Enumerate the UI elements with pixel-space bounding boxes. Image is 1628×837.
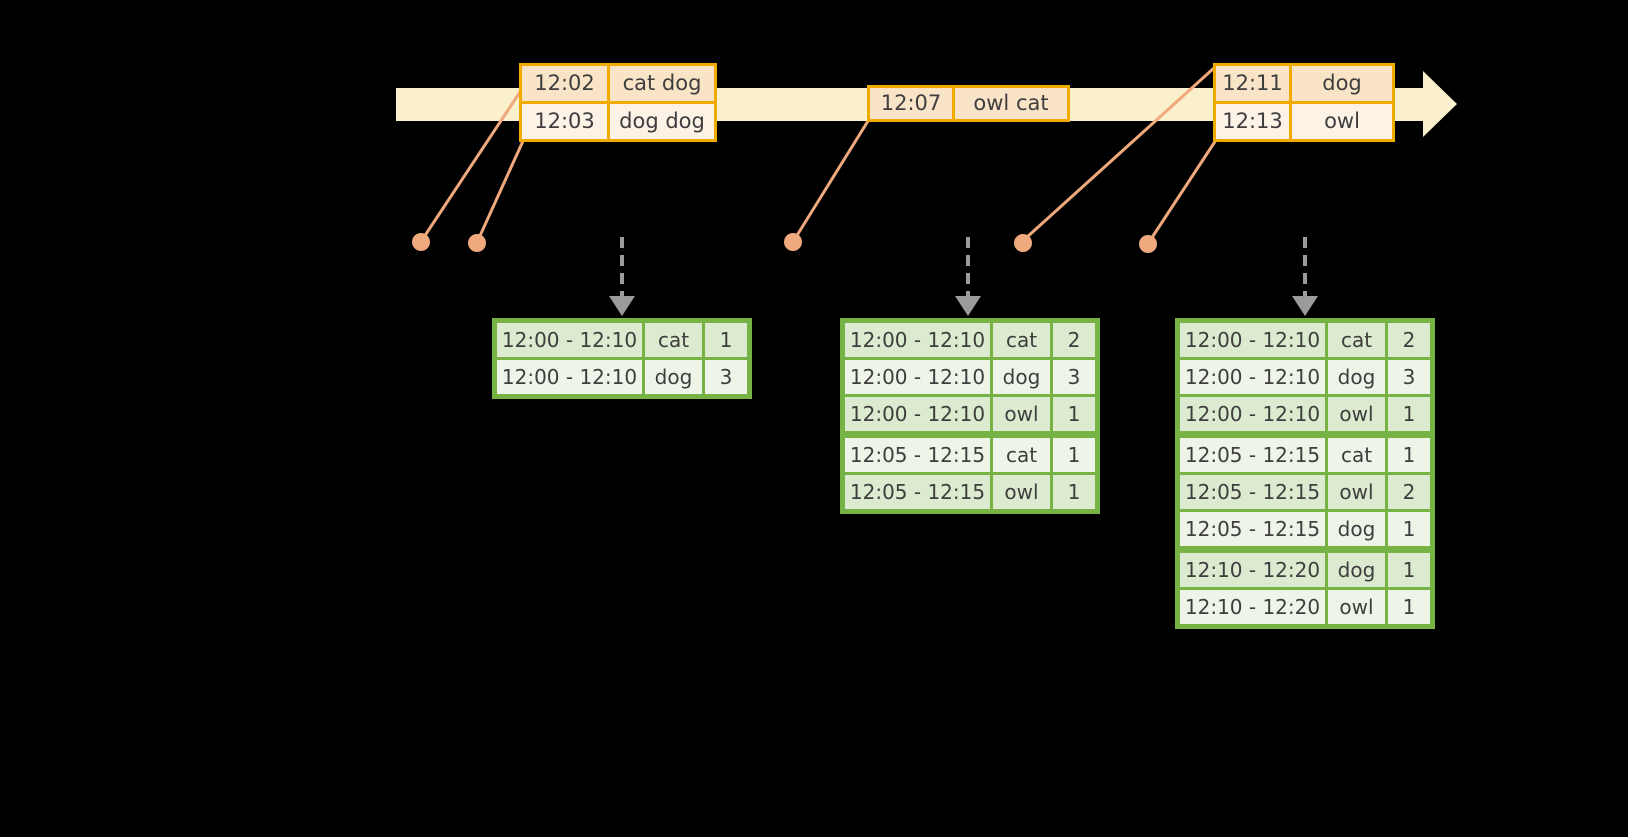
event-time: 12:02 <box>522 66 607 101</box>
event-words: dog dog <box>610 104 714 139</box>
window-cell: 12:00 - 12:10 <box>845 323 990 357</box>
window-cell: 12:00 - 12:10 <box>497 360 642 394</box>
word-cell: owl <box>993 397 1050 431</box>
timeline-event-box-1: 12:02 cat dog 12:03 dog dog <box>519 63 717 142</box>
trigger-arrowhead-icon <box>955 296 981 316</box>
trigger-arrows <box>609 237 1318 316</box>
table-row: 12:05 - 12:15 owl 2 <box>1180 475 1430 509</box>
window-cell: 12:00 - 12:10 <box>1180 360 1325 394</box>
word-cell: cat <box>1328 323 1385 357</box>
window-cell: 12:00 - 12:10 <box>845 397 990 431</box>
word-cell: dog <box>645 360 702 394</box>
event-dot <box>1014 234 1032 252</box>
word-cell: owl <box>1328 475 1385 509</box>
event-connector-line <box>422 91 522 238</box>
count-cell: 1 <box>1388 590 1430 624</box>
count-cell: 1 <box>1388 512 1430 546</box>
window-cell: 12:10 - 12:20 <box>1180 590 1325 624</box>
window-cell: 12:05 - 12:15 <box>1180 438 1325 472</box>
window-cell: 12:10 - 12:20 <box>1180 553 1325 587</box>
word-cell: cat <box>993 438 1050 472</box>
table-row: 12:00 - 12:10 cat 2 <box>1180 323 1430 357</box>
trigger-arrowhead-icon <box>609 296 635 316</box>
word-cell: dog <box>1328 360 1385 394</box>
count-cell: 1 <box>1388 553 1430 587</box>
event-connector-line <box>1024 66 1216 240</box>
event-words: owl cat <box>955 88 1067 119</box>
event-time: 12:11 <box>1216 66 1289 101</box>
window-cell: 12:05 - 12:15 <box>1180 475 1325 509</box>
window-cell: 12:00 - 12:10 <box>845 360 990 394</box>
table-row: 12:10 - 12:20 dog 1 <box>1180 553 1430 587</box>
table-row: 12:00 - 12:10 owl 1 <box>1180 397 1430 431</box>
table-row: 12:00 - 12:10 dog 3 <box>845 360 1095 394</box>
result-table-2: 12:00 - 12:10 cat 2 12:00 - 12:10 dog 3 … <box>840 318 1100 514</box>
timeline-arrowhead-icon <box>1423 71 1457 137</box>
window-cell: 12:05 - 12:15 <box>845 438 990 472</box>
event-words: cat dog <box>610 66 714 101</box>
event-dot <box>1139 235 1157 253</box>
table-row: 12:10 - 12:20 owl 1 <box>1180 590 1430 624</box>
window-cell: 12:00 - 12:10 <box>497 323 642 357</box>
word-cell: cat <box>1328 438 1385 472</box>
count-cell: 1 <box>705 323 747 357</box>
table-row: 12:05 - 12:15 cat 1 <box>1180 438 1430 472</box>
word-cell: dog <box>993 360 1050 394</box>
word-cell: owl <box>1328 397 1385 431</box>
table-row: 12:00 - 12:10 owl 1 <box>845 397 1095 431</box>
table-row: 12:00 - 12:10 dog 3 <box>1180 360 1430 394</box>
count-cell: 1 <box>1053 397 1095 431</box>
window-cell: 12:00 - 12:10 <box>1180 397 1325 431</box>
event-words: owl <box>1292 104 1392 139</box>
table-row: 12:00 - 12:10 cat 2 <box>845 323 1095 357</box>
word-cell: owl <box>1328 590 1385 624</box>
count-cell: 2 <box>1053 323 1095 357</box>
count-cell: 1 <box>1388 438 1430 472</box>
window-cell: 12:05 - 12:15 <box>1180 512 1325 546</box>
event-dot <box>412 233 430 251</box>
event-connector-line <box>477 140 525 239</box>
event-dot <box>784 233 802 251</box>
result-table-1: 12:00 - 12:10 cat 1 12:00 - 12:10 dog 3 <box>492 318 752 399</box>
count-cell: 3 <box>1053 360 1095 394</box>
count-cell: 2 <box>1388 323 1430 357</box>
timeline-event-box-2: 12:07 owl cat <box>867 85 1070 122</box>
event-dot <box>468 234 486 252</box>
table-row: 12:00 - 12:10 cat 1 <box>497 323 747 357</box>
table-row: 12:05 - 12:15 owl 1 <box>845 475 1095 509</box>
word-cell: cat <box>645 323 702 357</box>
result-table-3: 12:00 - 12:10 cat 2 12:00 - 12:10 dog 3 … <box>1175 318 1435 629</box>
count-cell: 1 <box>1053 475 1095 509</box>
count-cell: 1 <box>1388 397 1430 431</box>
word-cell: owl <box>993 475 1050 509</box>
event-dots <box>412 233 1157 253</box>
word-cell: dog <box>1328 553 1385 587</box>
table-row: 12:05 - 12:15 dog 1 <box>1180 512 1430 546</box>
timeline-event-box-3: 12:11 dog 12:13 owl <box>1213 63 1395 142</box>
trigger-arrowhead-icon <box>1292 296 1318 316</box>
event-words: dog <box>1292 66 1392 101</box>
count-cell: 2 <box>1388 475 1430 509</box>
event-connectors <box>422 66 1218 240</box>
window-cell: 12:00 - 12:10 <box>1180 323 1325 357</box>
event-connector-line <box>794 120 870 238</box>
word-cell: cat <box>993 323 1050 357</box>
count-cell: 1 <box>1053 438 1095 472</box>
table-row: 12:05 - 12:15 cat 1 <box>845 438 1095 472</box>
table-row: 12:00 - 12:10 dog 3 <box>497 360 747 394</box>
count-cell: 3 <box>705 360 747 394</box>
count-cell: 3 <box>1388 360 1430 394</box>
event-time: 12:07 <box>870 88 952 119</box>
event-connector-line <box>1149 139 1218 240</box>
event-time: 12:03 <box>522 104 607 139</box>
event-time: 12:13 <box>1216 104 1289 139</box>
word-cell: dog <box>1328 512 1385 546</box>
window-cell: 12:05 - 12:15 <box>845 475 990 509</box>
